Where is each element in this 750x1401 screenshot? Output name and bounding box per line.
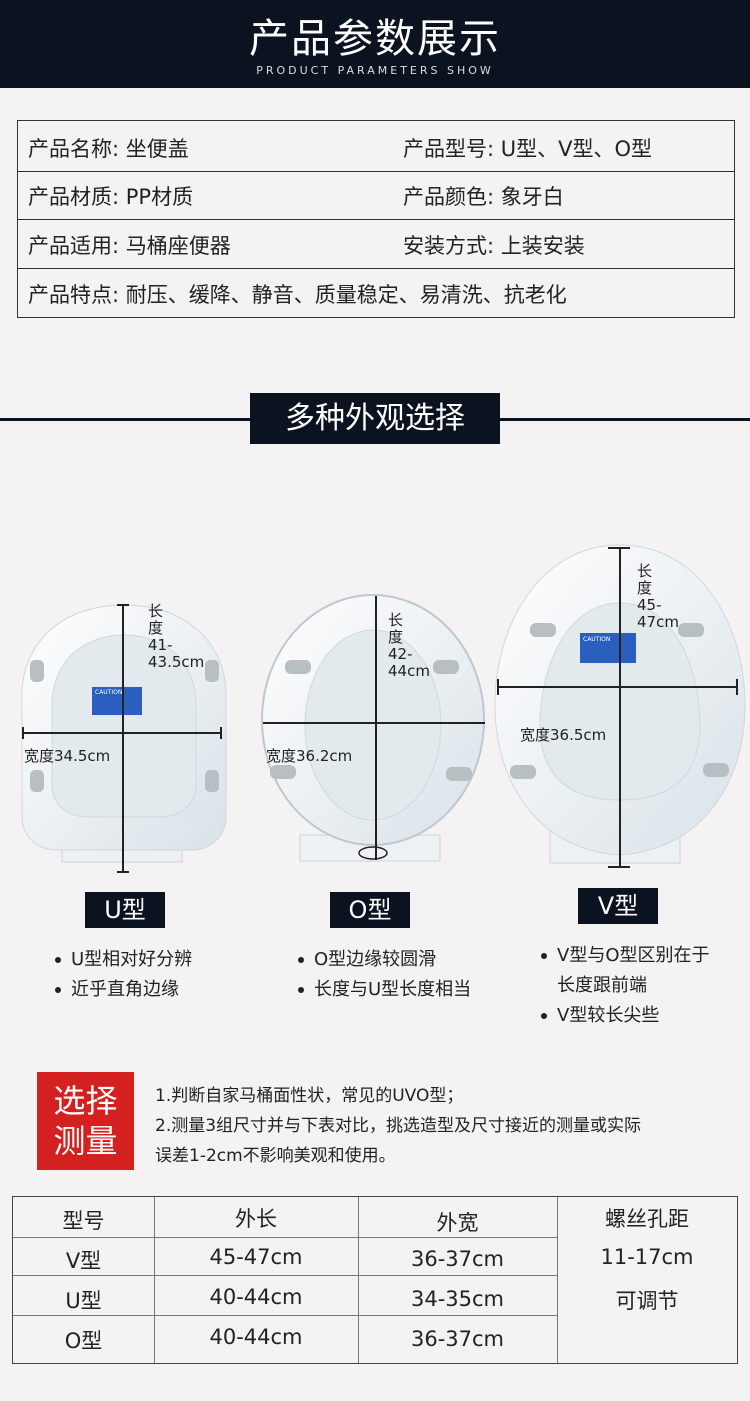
v-type-label: V型 (578, 888, 658, 924)
list-item: 长度跟前端 (557, 975, 647, 996)
v-length-line (619, 548, 621, 868)
v-length-tick (608, 547, 630, 549)
u-sticker-text: CAUTION (95, 689, 122, 696)
table-header: 外宽 (436, 1211, 479, 1235)
hole-distance: 11-17cm (600, 1245, 694, 1269)
v-bullets: V型与O型区别在于 长度跟前端 V型较长尖些 (541, 941, 709, 1031)
section-rule-right (500, 418, 750, 421)
param-row: 产品名称: 坐便盖 产品型号: U型、V型、O型 (18, 121, 734, 170)
o-bullets: O型边缘较圆滑 长度与U型长度相当 (298, 945, 471, 1005)
section-title: 多种外观选择 (250, 393, 500, 444)
u-width-tick (220, 727, 222, 739)
instruction-line: 2.测量3组尺寸并与下表对比，挑选造型及尺寸接近的测量或实际 (155, 1116, 642, 1136)
table-cell: O型 (64, 1329, 103, 1353)
table-cell: V型 (65, 1249, 102, 1273)
page-subtitle: PRODUCT PARAMETERS SHOW (256, 64, 494, 77)
u-length-tick (117, 604, 129, 606)
instruction-line: 误差1-2cm不影响美观和使用。 (155, 1146, 396, 1166)
select-measure-badge: 选择 测量 (37, 1072, 134, 1170)
u-type-label: U型 (85, 892, 165, 928)
v-length-label: 长度45-47cm (637, 562, 679, 631)
v-width-label: 宽度36.5cm (520, 726, 607, 744)
v-length-tick (608, 866, 630, 868)
u-length-label: 长度41-43.5cm (148, 602, 204, 671)
hole-adjustable-note: 可调节 (615, 1289, 679, 1313)
u-seat-image: CAUTION (21, 604, 227, 863)
divider (18, 219, 734, 220)
u-length-tick (117, 871, 129, 873)
section-rule-left (0, 418, 250, 421)
table-divider (358, 1197, 359, 1363)
v-width-line (497, 686, 738, 688)
list-item: 近乎直角边缘 (55, 975, 192, 1005)
table-cell: 34-35cm (410, 1287, 505, 1311)
divider (18, 268, 734, 269)
v-width-tick (736, 679, 738, 695)
page-title: 产品参数展示 (249, 16, 501, 62)
table-cell: 36-37cm (410, 1327, 505, 1351)
v-sticker-text: CAUTION (583, 636, 610, 643)
list-item: 长度与U型长度相当 (298, 975, 471, 1005)
o-type-label: O型 (330, 892, 410, 928)
list-item: V型较长尖些 (541, 1001, 709, 1031)
list-item: U型相对好分辨 (55, 945, 192, 975)
table-header: 外长 (235, 1207, 277, 1231)
divider (18, 171, 734, 172)
table-header: 螺丝孔距 (605, 1207, 689, 1231)
table-divider (154, 1197, 155, 1363)
o-length-label: 长度42-44cm (388, 611, 430, 680)
table-cell: U型 (65, 1289, 102, 1313)
param-color: 产品颜色: 象牙白 (403, 185, 564, 209)
table-cell: 40-44cm (209, 1325, 303, 1349)
badge-line: 选择 (53, 1082, 118, 1120)
table-cell: 45-47cm (209, 1245, 303, 1269)
table-header: 型号 (62, 1209, 105, 1233)
list-item: V型与O型区别在于 (541, 941, 709, 971)
o-width-line (263, 722, 485, 724)
table-cell: 36-37cm (410, 1247, 505, 1271)
page-header: 产品参数展示 PRODUCT PARAMETERS SHOW (0, 0, 750, 88)
list-item: O型边缘较圆滑 (298, 945, 471, 975)
u-width-line (22, 732, 222, 734)
seat-illustrations: CAUTION CAUTION (21, 544, 746, 864)
table-divider (557, 1197, 558, 1363)
v-width-tick (497, 679, 499, 695)
param-model: 产品型号: U型、V型、O型 (403, 137, 653, 161)
table-divider (13, 1275, 557, 1276)
param-row: 产品特点: 耐压、缓降、静音、质量稳定、易清洗、抗老化 (18, 267, 734, 316)
table-divider (13, 1315, 557, 1316)
o-width-label: 宽度36.2cm (266, 747, 353, 765)
table-divider (13, 1237, 557, 1238)
u-width-label: 宽度34.5cm (24, 747, 111, 765)
param-usage: 产品适用: 马桶座便器 (28, 234, 231, 258)
param-install: 安装方式: 上装安装 (403, 234, 585, 258)
param-features: 产品特点: 耐压、缓降、静音、质量稳定、易清洗、抗老化 (28, 283, 567, 307)
param-row: 产品适用: 马桶座便器 安装方式: 上装安装 (18, 218, 734, 267)
table-cell: 40-44cm (209, 1285, 303, 1309)
o-seat-image (261, 594, 485, 862)
param-material: 产品材质: PP材质 (28, 185, 194, 209)
u-length-line (122, 605, 124, 873)
u-width-tick (22, 727, 24, 739)
o-length-line (375, 596, 377, 860)
instruction-line: 1.判断自家马桶面性状，常见的UVO型； (155, 1086, 464, 1106)
param-name: 产品名称: 坐便盖 (28, 137, 189, 161)
param-row: 产品材质: PP材质 产品颜色: 象牙白 (18, 169, 734, 218)
parameters-table: 产品名称: 坐便盖 产品型号: U型、V型、O型 产品材质: PP材质 产品颜色… (17, 120, 735, 318)
u-bullets: U型相对好分辨 近乎直角边缘 (55, 945, 192, 1005)
badge-line: 测量 (53, 1122, 118, 1160)
size-table: 型号 外长 外宽 螺丝孔距 V型 45-47cm 36-37cm U型 40-4… (12, 1196, 738, 1364)
